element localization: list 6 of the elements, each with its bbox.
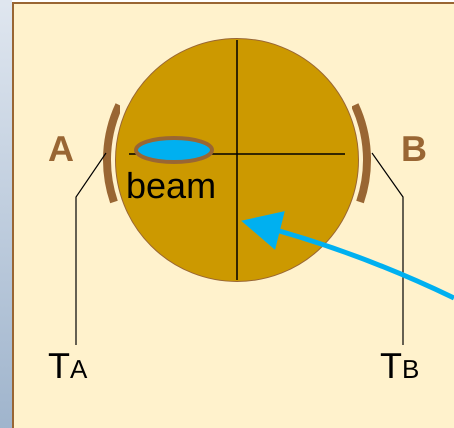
pickup-label: B [401, 128, 427, 170]
beam-label: beam [126, 165, 216, 207]
pickup-label: A [48, 128, 74, 170]
arrow [241, 211, 454, 300]
leader-line [75, 152, 106, 345]
leader-line [372, 152, 404, 345]
